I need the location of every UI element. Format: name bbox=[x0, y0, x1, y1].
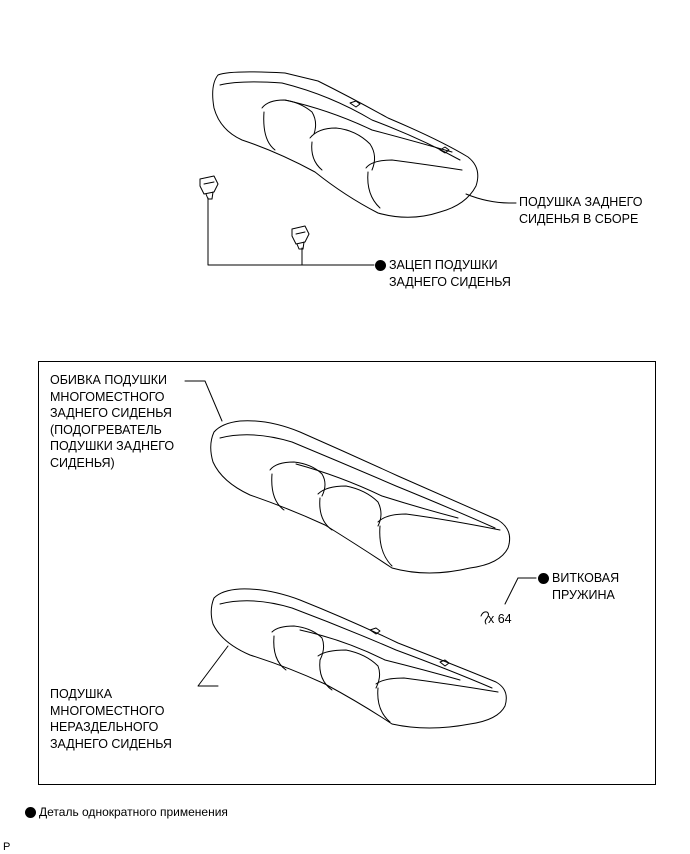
leader-lines-detail bbox=[184, 380, 537, 687]
rear-seat-cushion-assembly bbox=[212, 71, 479, 218]
cushion-hook-right bbox=[291, 225, 310, 250]
leader-lines-top bbox=[207, 193, 517, 266]
cushion-cover-illustration bbox=[210, 420, 511, 574]
detail-frame bbox=[38, 361, 656, 785]
cushion-hook-left bbox=[199, 175, 219, 200]
non-reusable-bullet-hook bbox=[375, 260, 386, 271]
label-cushion-cover: ОБИВКА ПОДУШКИ МНОГОМЕСТНОГО ЗАДНЕГО СИД… bbox=[50, 373, 175, 470]
legend-bullet bbox=[25, 807, 36, 818]
label-spring-quantity: x 64 bbox=[488, 612, 512, 626]
label-cushion-pad: ПОДУШКА МНОГОМЕСТНОГО НЕРАЗДЕЛЬНОГО ЗАДН… bbox=[50, 687, 172, 751]
label-cushion-hook: ЗАЦЕП ПОДУШКИ ЗАДНЕГО СИДЕНЬЯ bbox=[389, 258, 511, 289]
label-rear-cushion-assy: ПОДУШКА ЗАДНЕГО СИДЕНЬЯ В СБОРЕ bbox=[519, 195, 643, 226]
legend-non-reusable: Деталь однократного применения bbox=[39, 805, 228, 819]
non-reusable-bullet-spring bbox=[538, 573, 549, 584]
coil-spring-icon bbox=[480, 611, 489, 625]
corner-mark: P bbox=[3, 841, 11, 853]
label-coil-spring: ВИТКОВАЯ ПРУЖИНА bbox=[552, 571, 620, 602]
cushion-pad-illustration bbox=[210, 588, 507, 729]
